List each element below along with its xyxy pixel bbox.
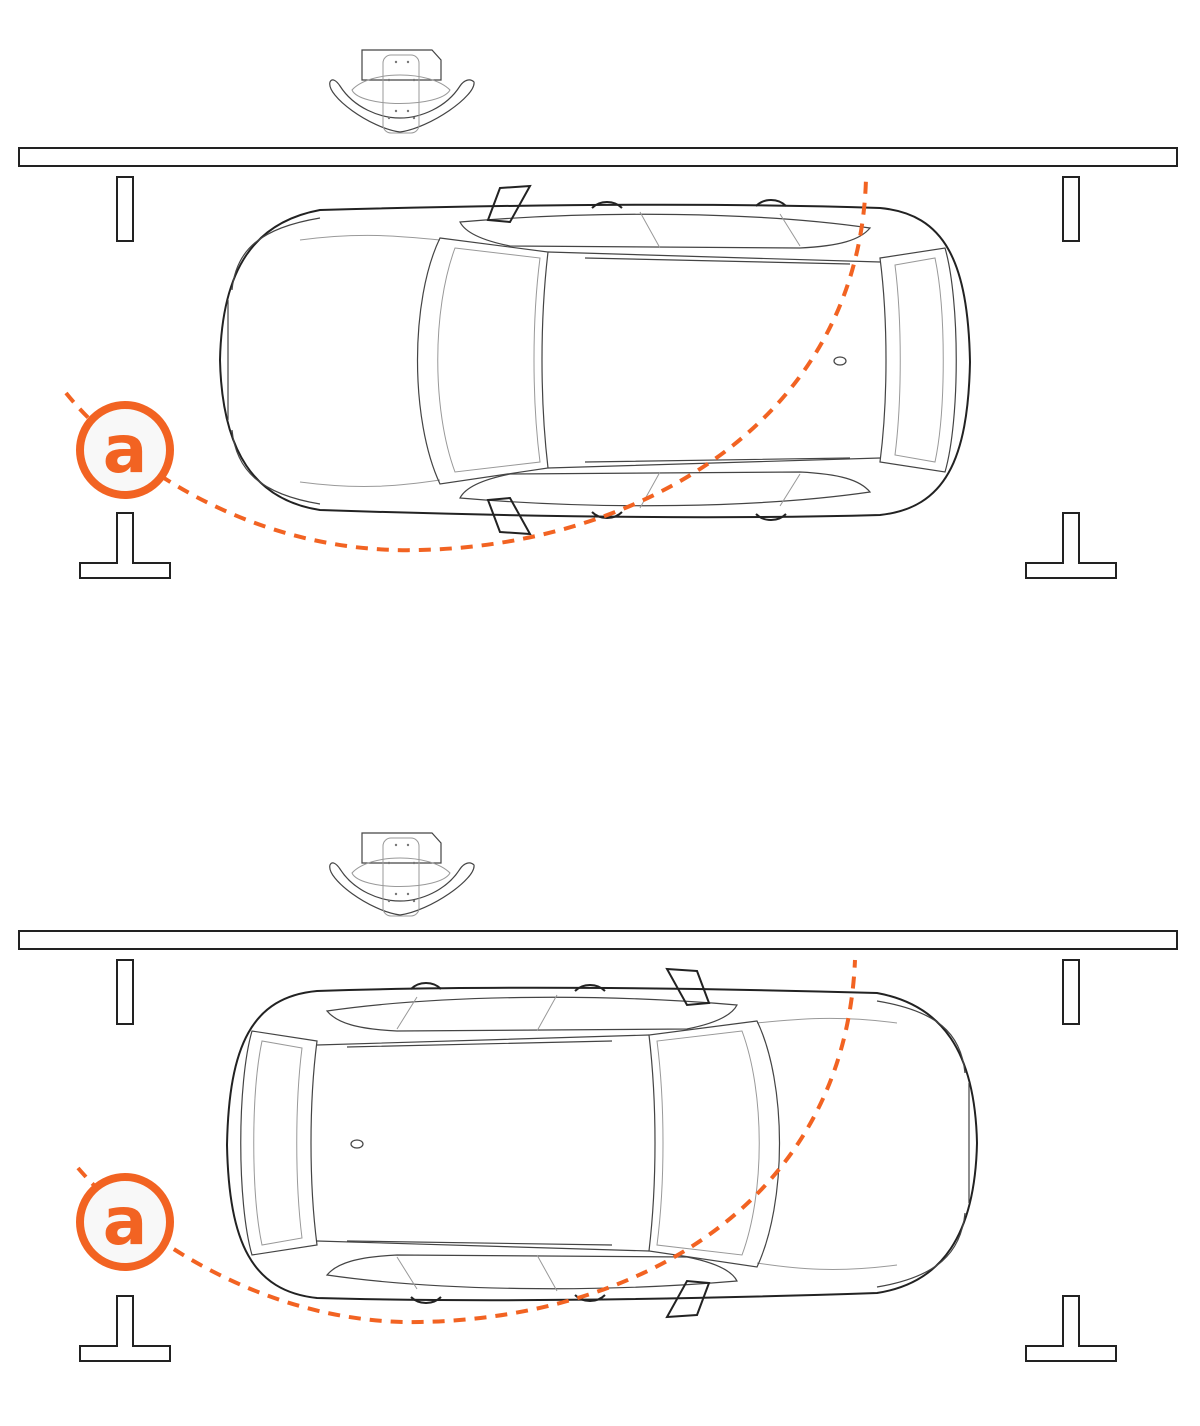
badge-label: a	[103, 411, 148, 488]
car-front-left	[219, 185, 971, 535]
door-swing-arc	[64, 177, 868, 553]
badge-a: a	[76, 1173, 174, 1271]
car-front-right	[226, 968, 978, 1318]
panel-bottom: a	[18, 832, 1178, 1362]
panel-top: a	[18, 49, 1178, 579]
door-swing-arc	[76, 959, 857, 1325]
badge-label: a	[103, 1183, 148, 1260]
badge-a: a	[76, 401, 174, 499]
